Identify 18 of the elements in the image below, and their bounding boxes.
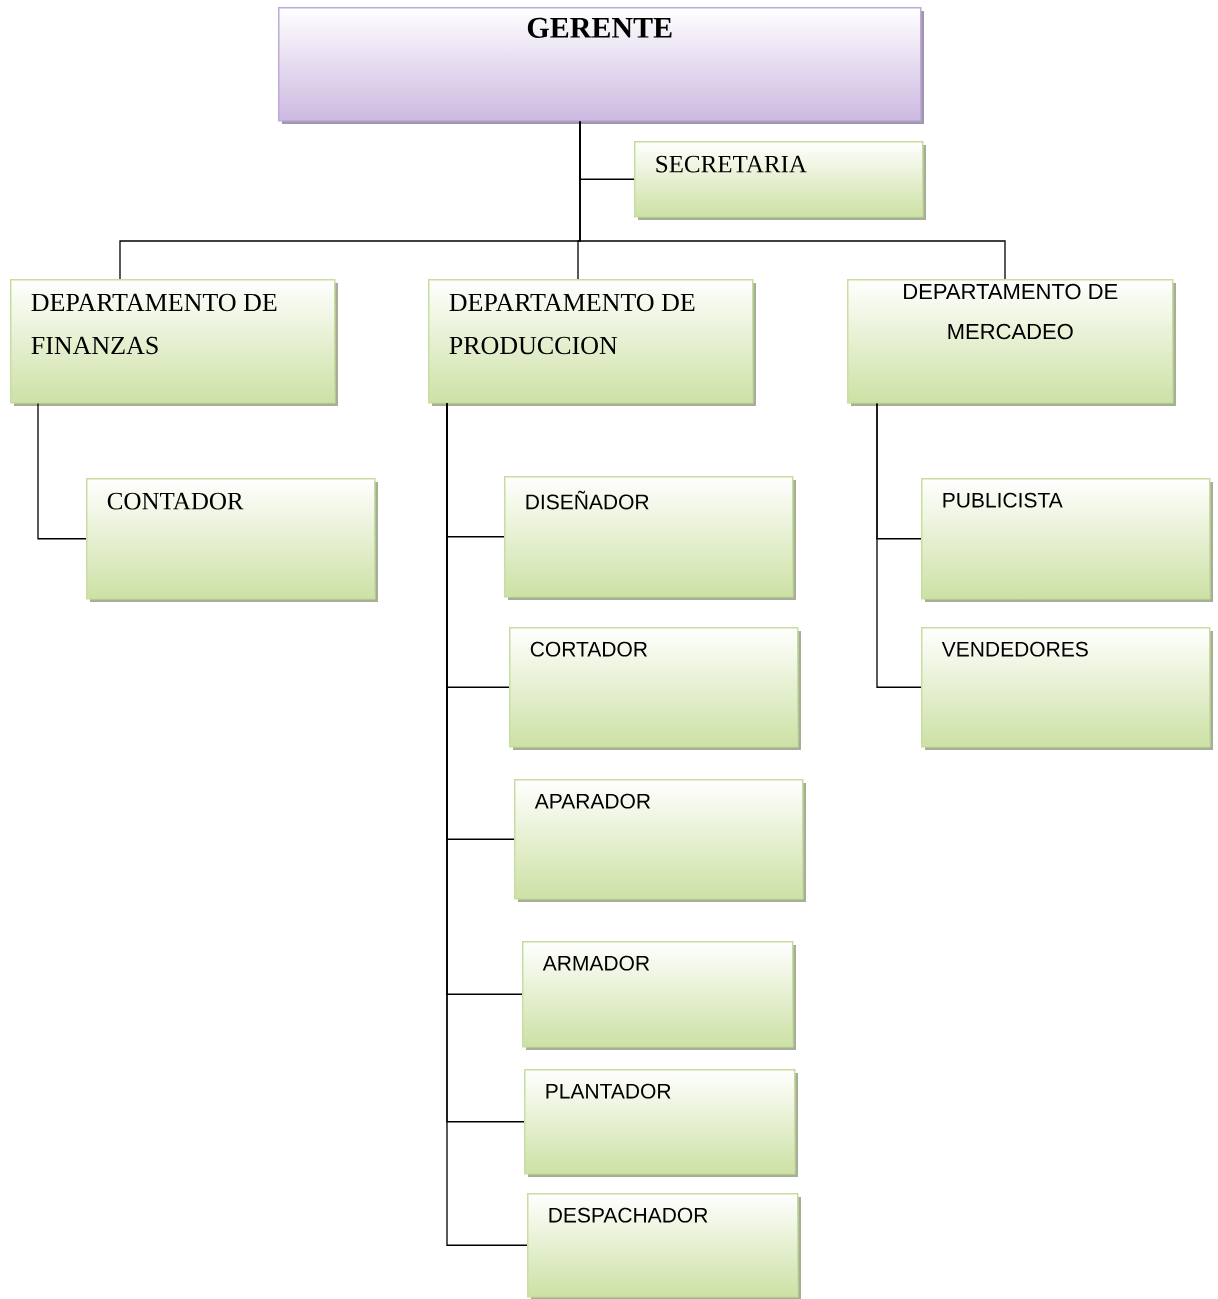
gerente-box: GERENTE	[278, 7, 924, 124]
role-box: PLANTADOR	[524, 1069, 798, 1177]
role-box: PUBLICISTA	[921, 478, 1213, 602]
role-box: CORTADOR	[509, 627, 801, 750]
role-box: SECRETARIA	[634, 141, 926, 220]
role-box: VENDEDORES	[921, 627, 1213, 750]
role-box: DESPACHADOR	[527, 1193, 801, 1299]
role-box: CONTADOR	[86, 478, 378, 602]
connector-line	[446, 402, 528, 1246]
connector-line	[579, 120, 1006, 280]
department-box: DEPARTAMENTO DE PRODUCCION	[428, 279, 756, 406]
connector-line	[876, 402, 922, 688]
role-box: ARMADOR	[522, 941, 796, 1050]
department-box: DEPARTAMENTO DE MERCADEO	[847, 279, 1176, 406]
connector-line	[37, 402, 87, 540]
role-box: DISEÑADOR	[504, 476, 796, 600]
role-box: APARADOR	[514, 779, 806, 902]
department-box: DEPARTAMENTO DE FINANZAS	[10, 279, 338, 406]
